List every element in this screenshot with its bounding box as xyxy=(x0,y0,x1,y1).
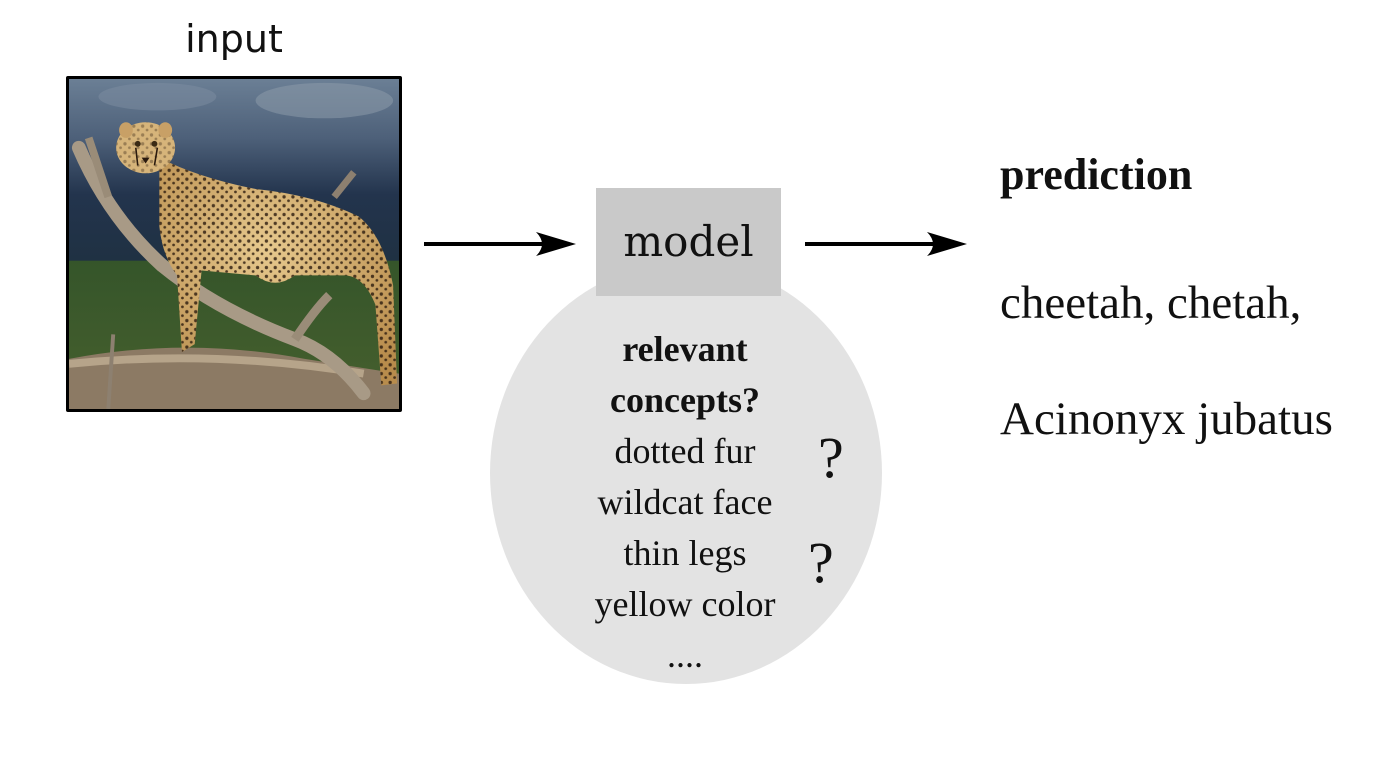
input-label: input xyxy=(185,17,283,61)
cheetah-photo-illustration xyxy=(69,79,399,409)
concept-ellipsis: .... xyxy=(667,635,703,675)
cheetah-image xyxy=(66,76,402,412)
model-label: model xyxy=(623,217,754,266)
prediction-line-2: Acinonyx jubatus xyxy=(1000,393,1333,445)
model-box: model xyxy=(596,188,781,296)
concepts-title-line2: concepts? xyxy=(610,380,760,420)
prediction-line-1: cheetah, chetah, xyxy=(1000,277,1302,329)
concept-item: thin legs xyxy=(623,533,747,573)
question-mark-upper: ? xyxy=(818,425,844,490)
concepts-list: relevant concepts? dotted fur wildcat fa… xyxy=(555,324,815,681)
question-mark-lower: ? xyxy=(808,530,834,595)
concept-item: dotted fur xyxy=(614,431,756,471)
concepts-title-line1: relevant xyxy=(622,329,748,369)
model-to-prediction-arrow xyxy=(805,232,967,256)
concept-item: yellow color xyxy=(594,584,776,624)
concepts-bubble xyxy=(490,262,882,684)
input-to-model-arrow xyxy=(424,232,576,256)
prediction-text: cheetah, chetah, Acinonyx jubatus xyxy=(1000,216,1390,506)
concept-item: wildcat face xyxy=(597,482,773,522)
prediction-title: prediction xyxy=(1000,150,1193,199)
